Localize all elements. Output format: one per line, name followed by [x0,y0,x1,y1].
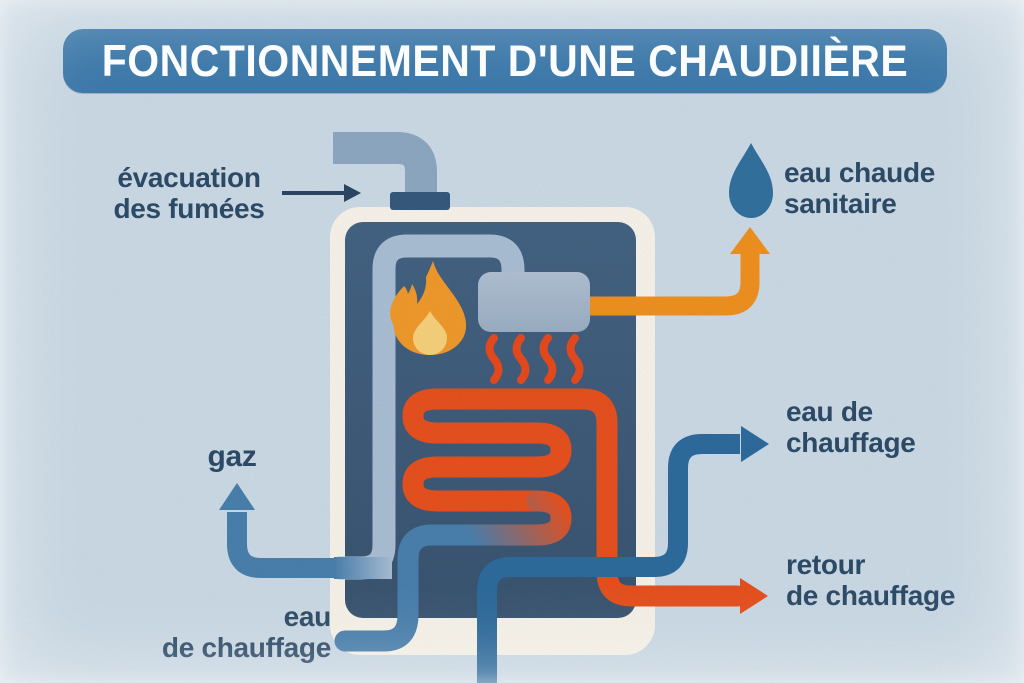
hot-water-label: eau chaude sanitaire [784,157,935,219]
hot-water-label-line2: sanitaire [784,188,897,219]
flue-label-line1: évacuation [117,162,261,193]
heating-out-label: eau de chauffage [786,396,916,458]
heating-in-label-line1: eau [283,601,332,632]
gas-label-text: gaz [207,440,257,473]
heating-return-label-line2: de chauffage [786,580,956,611]
heating-return-label-line1: retour [786,549,866,580]
heating-return-label: retour de chauffage [786,549,955,611]
hot-water-label-line1: eau chaude [784,157,936,188]
gas-label: gaz [199,441,265,472]
heating-out-label-line1: eau de [786,396,873,427]
heating-in-label: eau de chauffage [95,601,331,663]
title-banner: FONCTIONNEMENT D'UNE CHAUDIIÈRE [63,29,947,93]
flue-label-line2: des fumées [113,193,265,224]
heating-out-label-line2: chauffage [786,427,916,458]
flue-label: évacuation des fumées [100,162,278,224]
page-title: FONCTIONNEMENT D'UNE CHAUDIIÈRE [101,35,909,86]
heating-in-label-line2: de chauffage [161,632,331,663]
